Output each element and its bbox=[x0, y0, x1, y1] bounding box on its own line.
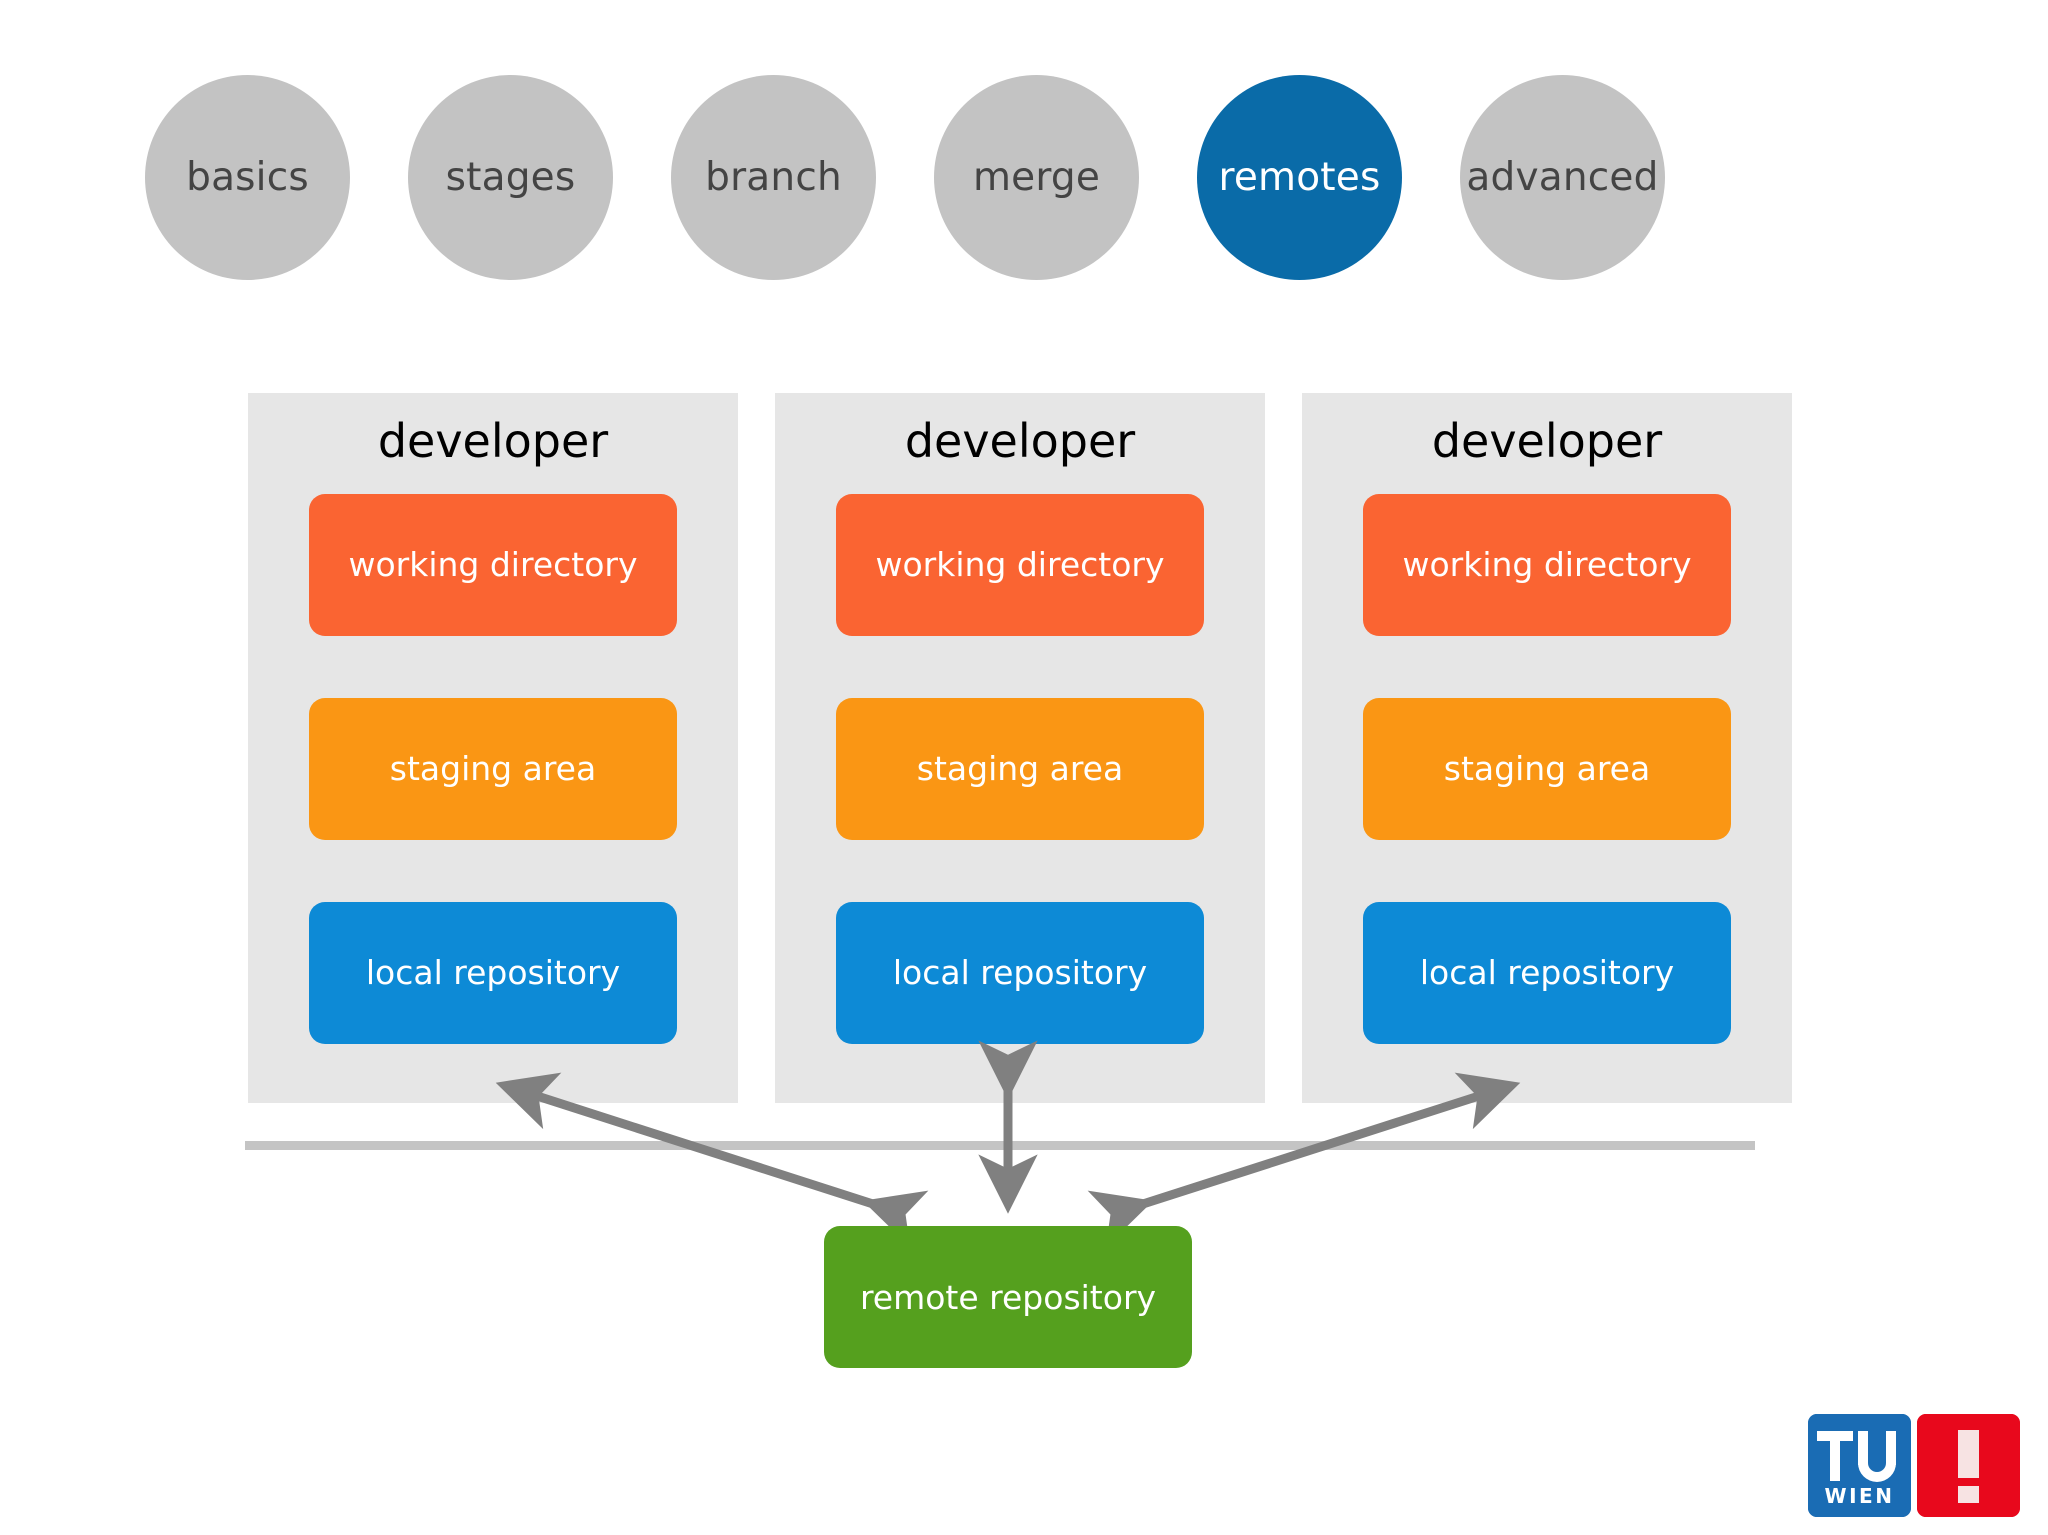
panel-title-3: developer bbox=[1431, 414, 1663, 468]
local-repository-label-1: local repository bbox=[365, 953, 621, 993]
developer-panels: developer working directory staging area… bbox=[248, 393, 1792, 1103]
local-remote-divider-line bbox=[245, 1141, 1755, 1150]
staging-area-box-2: staging area bbox=[836, 697, 1204, 840]
nav-label-merge: merge bbox=[972, 155, 1101, 200]
remote-repository-box: remote repository bbox=[824, 1226, 1192, 1368]
nav-label-basics: basics bbox=[186, 155, 309, 200]
developer-panel-3: developer working directory staging area… bbox=[1302, 393, 1792, 1103]
staging-area-box-3: staging area bbox=[1363, 697, 1731, 840]
working-directory-box-2: working directory bbox=[836, 493, 1204, 636]
nav-label-stages: stages bbox=[445, 155, 576, 200]
working-directory-label-2: working directory bbox=[875, 545, 1165, 585]
staging-area-box-1: staging area bbox=[309, 697, 677, 840]
tu-monogram-icon: WIEN bbox=[1808, 1414, 1911, 1517]
nav-circle-basics[interactable]: basics bbox=[145, 75, 350, 280]
nav-circle-remotes[interactable]: remotes bbox=[1197, 75, 1402, 280]
exclamation-icon bbox=[1917, 1414, 2020, 1517]
nav-circle-advanced[interactable]: advanced bbox=[1460, 75, 1665, 280]
nav-circle-stages[interactable]: stages bbox=[408, 75, 613, 280]
staging-area-label-2: staging area bbox=[916, 749, 1124, 789]
panel-title-1: developer bbox=[377, 414, 609, 468]
working-directory-box-1: working directory bbox=[309, 493, 677, 636]
tu-wien-red-mark bbox=[1917, 1414, 2020, 1517]
remote-repository-label: remote repository bbox=[859, 1277, 1157, 1317]
nav-label-advanced: advanced bbox=[1466, 155, 1659, 200]
local-repository-box-1: local repository bbox=[309, 901, 677, 1044]
local-repository-label-3: local repository bbox=[1419, 953, 1675, 993]
staging-area-label-3: staging area bbox=[1443, 749, 1651, 789]
working-directory-box-3: working directory bbox=[1363, 493, 1731, 636]
working-directory-label-1: working directory bbox=[348, 545, 638, 585]
developer-panel-2: developer working directory staging area… bbox=[775, 393, 1265, 1103]
tu-wien-blue-mark: WIEN bbox=[1808, 1414, 1911, 1517]
nav-label-branch: branch bbox=[705, 155, 842, 200]
tu-wien-logo: WIEN bbox=[1808, 1414, 2020, 1517]
local-repository-label-2: local repository bbox=[892, 953, 1148, 993]
nav-circle-merge[interactable]: merge bbox=[934, 75, 1139, 280]
nav-circle-branch[interactable]: branch bbox=[671, 75, 876, 280]
local-repository-box-3: local repository bbox=[1363, 901, 1731, 1044]
nav-label-remotes: remotes bbox=[1218, 155, 1381, 200]
wien-wordmark: WIEN bbox=[1825, 1484, 1895, 1508]
topic-nav: basics stages branch merge remotes advan… bbox=[145, 75, 1905, 280]
local-repository-box-2: local repository bbox=[836, 901, 1204, 1044]
working-directory-label-3: working directory bbox=[1402, 545, 1692, 585]
developer-panel-1: developer working directory staging area… bbox=[248, 393, 738, 1103]
panel-title-2: developer bbox=[904, 414, 1136, 468]
staging-area-label-1: staging area bbox=[389, 749, 597, 789]
